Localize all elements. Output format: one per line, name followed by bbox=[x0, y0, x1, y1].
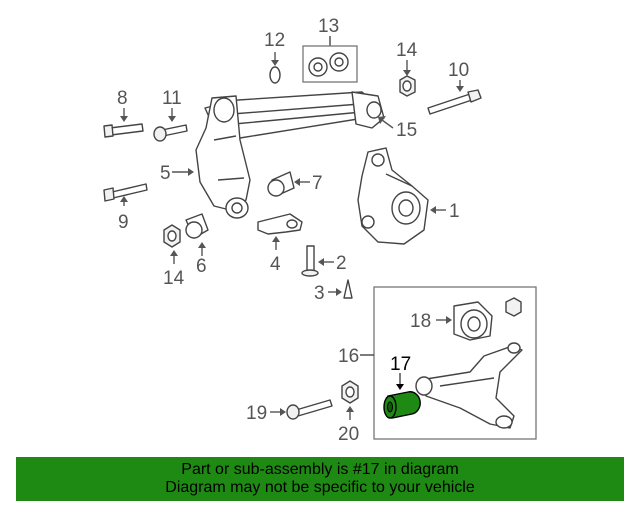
callout-14-lower: 14 bbox=[163, 268, 185, 289]
part-1-knuckle bbox=[357, 147, 429, 245]
part-15-bushing bbox=[366, 101, 382, 119]
callout-12: 12 bbox=[264, 30, 285, 51]
part-12-washer bbox=[269, 66, 281, 84]
part-13-box bbox=[302, 45, 358, 83]
callout-5: 5 bbox=[160, 163, 171, 184]
callout-1: 1 bbox=[449, 201, 460, 222]
part-11-bolt bbox=[153, 124, 188, 142]
callout-3: 3 bbox=[314, 283, 325, 304]
callout-4: 4 bbox=[270, 254, 281, 275]
callout-11: 11 bbox=[162, 88, 182, 109]
callout-18: 18 bbox=[410, 311, 431, 332]
part-9-bolt bbox=[103, 183, 148, 202]
lower-control-arm bbox=[415, 342, 523, 429]
part-18-bolt bbox=[505, 297, 522, 317]
assembly-16-box bbox=[373, 286, 537, 440]
part-5-control-arm bbox=[195, 91, 385, 219]
part-3-plug bbox=[343, 279, 353, 299]
part-13-bushings bbox=[308, 52, 349, 77]
callout-14-top: 14 bbox=[396, 40, 418, 61]
part-8-bolt bbox=[103, 123, 144, 138]
part-17-bushing-highlighted[interactable] bbox=[383, 391, 421, 419]
callout-9: 9 bbox=[118, 212, 129, 233]
part-19-bolt bbox=[286, 399, 333, 420]
banner-line-1: Part or sub-assembly is #17 in diagram bbox=[181, 461, 459, 478]
part-6-bushing bbox=[185, 213, 209, 239]
callout-20: 20 bbox=[338, 424, 359, 445]
part-7-bushing bbox=[267, 171, 295, 197]
callout-16: 16 bbox=[338, 346, 359, 367]
part-10-bolt bbox=[427, 89, 482, 115]
part-18-bushing bbox=[453, 301, 493, 341]
part-4-bracket bbox=[257, 213, 303, 235]
banner-line-2: Diagram may not be specific to your vehi… bbox=[165, 479, 475, 496]
callout-19: 19 bbox=[246, 403, 267, 424]
callout-13: 13 bbox=[318, 16, 339, 37]
callout-6: 6 bbox=[196, 256, 207, 277]
info-banner: Part or sub-assembly is #17 in diagram D… bbox=[16, 457, 624, 501]
part-2-pin bbox=[301, 245, 319, 277]
callout-10: 10 bbox=[448, 60, 469, 81]
callout-2: 2 bbox=[336, 253, 347, 274]
callout-7: 7 bbox=[312, 173, 323, 194]
callout-17: 17 bbox=[390, 354, 411, 375]
callout-8: 8 bbox=[117, 88, 128, 109]
callout-15: 15 bbox=[396, 120, 417, 141]
